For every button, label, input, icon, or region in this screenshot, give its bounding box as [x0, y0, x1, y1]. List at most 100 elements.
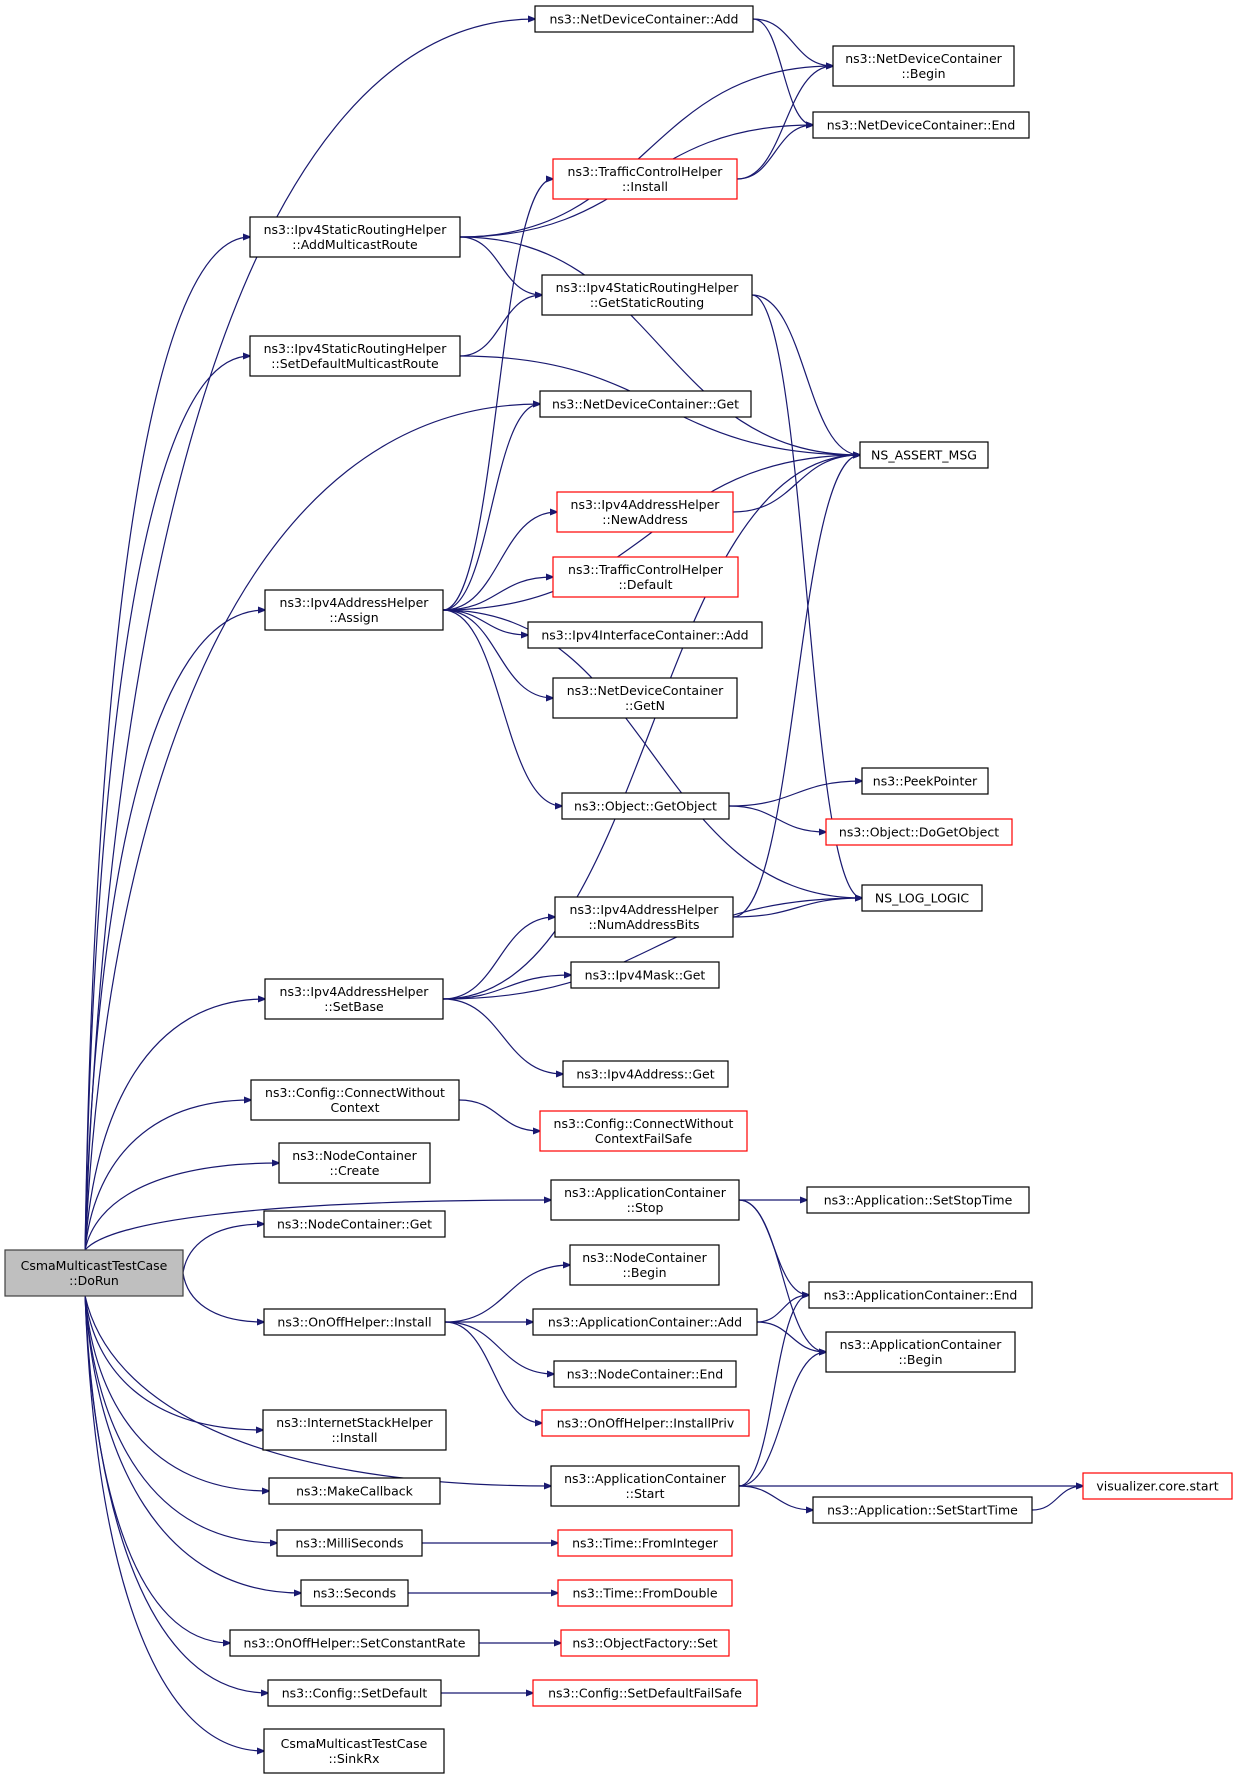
call-edge-dorun-to-sinkrx [84, 1295, 264, 1751]
node-mask-get[interactable]: ns3::Ipv4Mask::Get [570, 961, 720, 989]
node-box [300, 1579, 409, 1607]
node-label: ::NumAddressBits [588, 917, 699, 932]
node-milli[interactable]: ns3::MilliSeconds [276, 1529, 423, 1557]
node-viz-start[interactable]: visualizer.core.start [1082, 1472, 1233, 1500]
call-edge-assign-to-ns_log [442, 609, 862, 898]
node-ish-install[interactable]: ns3::InternetStackHelper::Install [262, 1409, 447, 1451]
node-label: ::NewAddress [602, 512, 687, 527]
node-ndc-end[interactable]: ns3::NetDeviceContainer::End [812, 111, 1030, 139]
node-cfg-setdefaultfs[interactable]: ns3::Config::SetDefaultFailSafe [532, 1679, 758, 1707]
call-edge-assign-to-get_object [442, 609, 562, 806]
node-ns-assert[interactable]: NS_ASSERT_MSG [859, 441, 989, 469]
call-edge-ac_stop-to-ac_begin [738, 1199, 826, 1352]
node-box [532, 1308, 758, 1336]
node-app-stoptime[interactable]: ns3::Application::SetStopTime [806, 1186, 1030, 1214]
node-sinkrx[interactable]: CsmaMulticastTestCase::SinkRx [263, 1728, 445, 1774]
node-box [552, 556, 739, 598]
node-box [560, 1629, 730, 1657]
node-dorun[interactable]: CsmaMulticastTestCase::DoRun [4, 1249, 184, 1297]
node-label: Context [331, 1100, 380, 1115]
call-edge-get_static-to-ns_assert [751, 294, 860, 455]
node-time-fromint[interactable]: ns3::Time::FromInteger [557, 1529, 733, 1557]
node-box [552, 158, 738, 200]
node-label: ns3::Config::ConnectWithout [554, 1116, 734, 1131]
node-assign[interactable]: ns3::Ipv4AddressHelper::Assign [264, 589, 444, 631]
node-label: ::GetN [625, 698, 665, 713]
call-edge-dorun-to-onoff_install [182, 1272, 264, 1322]
call-edge-dorun-to-seconds [84, 1295, 301, 1593]
node-label: ns3::ApplicationContainer::Add [548, 1315, 742, 1330]
node-onoff-install[interactable]: ns3::OnOffHelper::Install [263, 1308, 446, 1336]
node-do-get-object[interactable]: ns3::Object::DoGetObject [825, 818, 1013, 846]
node-box [562, 1060, 729, 1088]
node-label: ns3::NodeContainer [582, 1250, 707, 1265]
node-set-rate[interactable]: ns3::OnOffHelper::SetConstantRate [229, 1629, 480, 1657]
node-addr-get[interactable]: ns3::Ipv4Address::Get [562, 1060, 729, 1088]
call-edge-cfg_cwc-to-cfg_cwcfs [458, 1099, 540, 1131]
node-box [806, 1186, 1030, 1214]
node-ac-start[interactable]: ns3::ApplicationContainer::Start [550, 1465, 740, 1507]
node-label: ns3::Ipv4AddressHelper [570, 902, 720, 917]
node-of-set[interactable]: ns3::ObjectFactory::Set [560, 1629, 730, 1657]
node-label: ns3::Ipv4AddressHelper [571, 497, 721, 512]
node-label: ns3::TrafficControlHelper [568, 562, 724, 577]
node-tch-default[interactable]: ns3::TrafficControlHelper::Default [552, 556, 739, 598]
node-new-address[interactable]: ns3::Ipv4AddressHelper::NewAddress [556, 491, 734, 533]
node-get-object[interactable]: ns3::Object::GetObject [561, 792, 730, 820]
node-onoff-installpriv[interactable]: ns3::OnOffHelper::InstallPriv [541, 1409, 750, 1437]
call-edge-dorun-to-assign [84, 610, 265, 1251]
node-seconds[interactable]: ns3::Seconds [300, 1579, 409, 1607]
node-box [557, 1579, 733, 1607]
call-edge-add_mroute-to-ndc_begin [459, 66, 833, 238]
node-nc-get[interactable]: ns3::NodeContainer::Get [263, 1210, 446, 1238]
call-edge-assign-to-ndc_getn [442, 609, 553, 698]
node-ac-stop[interactable]: ns3::ApplicationContainer::Stop [550, 1179, 740, 1221]
call-edge-get_static-to-ns_log [751, 294, 862, 898]
node-ns-log[interactable]: NS_LOG_LOGIC [861, 884, 983, 912]
node-label: ::Install [622, 179, 668, 194]
node-ac-begin[interactable]: ns3::ApplicationContainer::Begin [825, 1331, 1016, 1373]
node-label: ::DoRun [69, 1273, 119, 1288]
node-box [264, 978, 444, 1020]
node-peek[interactable]: ns3::PeekPointer [861, 767, 989, 795]
node-cfg-cwcfs[interactable]: ns3::Config::ConnectWithoutContextFailSa… [539, 1110, 748, 1152]
node-label: NS_LOG_LOGIC [875, 891, 970, 906]
node-set-base[interactable]: ns3::Ipv4AddressHelper::SetBase [264, 978, 444, 1020]
node-box [539, 1110, 748, 1152]
node-box [262, 1409, 447, 1451]
node-ndc-getn[interactable]: ns3::NetDeviceContainer::GetN [552, 677, 738, 719]
node-nc-begin[interactable]: ns3::NodeContainer::Begin [569, 1244, 720, 1286]
node-ac-add[interactable]: ns3::ApplicationContainer::Add [532, 1308, 758, 1336]
node-label: ns3::Ipv4InterfaceContainer::Add [541, 628, 748, 643]
node-box [812, 1496, 1033, 1524]
node-set-def-mroute[interactable]: ns3::Ipv4StaticRoutingHelper::SetDefault… [249, 335, 461, 377]
node-num-bits[interactable]: ns3::Ipv4AddressHelper::NumAddressBits [554, 896, 734, 938]
node-label: ns3::NetDeviceContainer::Add [550, 12, 739, 27]
node-ndc-begin[interactable]: ns3::NetDeviceContainer::Begin [832, 45, 1015, 87]
node-nc-create[interactable]: ns3::NodeContainer::Create [278, 1142, 431, 1184]
call-edge-onoff_install-to-nc_begin [444, 1265, 570, 1323]
node-nc-end[interactable]: ns3::NodeContainer::End [553, 1360, 737, 1388]
node-ac-end[interactable]: ns3::ApplicationContainer::End [808, 1281, 1033, 1309]
node-ndc-get[interactable]: ns3::NetDeviceContainer::Get [539, 390, 752, 418]
node-label: ::Assign [329, 610, 378, 625]
node-box [859, 441, 989, 469]
node-iic-add[interactable]: ns3::Ipv4InterfaceContainer::Add [527, 621, 763, 649]
node-get-static[interactable]: ns3::Ipv4StaticRoutingHelper::GetStaticR… [541, 274, 753, 316]
node-time-fromdouble[interactable]: ns3::Time::FromDouble [557, 1579, 733, 1607]
call-edge-add_mroute-to-ns_assert [459, 236, 860, 455]
node-label: ns3::Config::SetDefault [282, 1686, 428, 1701]
node-ndc-add[interactable]: ns3::NetDeviceContainer::Add [534, 5, 754, 33]
node-label: visualizer.core.start [1096, 1479, 1218, 1494]
node-label: ns3::Config::SetDefaultFailSafe [548, 1686, 742, 1701]
node-add-mroute[interactable]: ns3::Ipv4StaticRoutingHelper::AddMultica… [249, 216, 461, 258]
node-app-starttime[interactable]: ns3::Application::SetStartTime [812, 1496, 1033, 1524]
node-cfg-setdefault[interactable]: ns3::Config::SetDefault [267, 1679, 442, 1707]
call-edge-set_base-to-ns_log [442, 898, 862, 1000]
node-label: ns3::MakeCallback [296, 1484, 414, 1499]
node-label: ns3::NetDeviceContainer [845, 51, 1002, 66]
node-tch-install[interactable]: ns3::TrafficControlHelper::Install [552, 158, 738, 200]
node-make-cb[interactable]: ns3::MakeCallback [268, 1477, 441, 1505]
